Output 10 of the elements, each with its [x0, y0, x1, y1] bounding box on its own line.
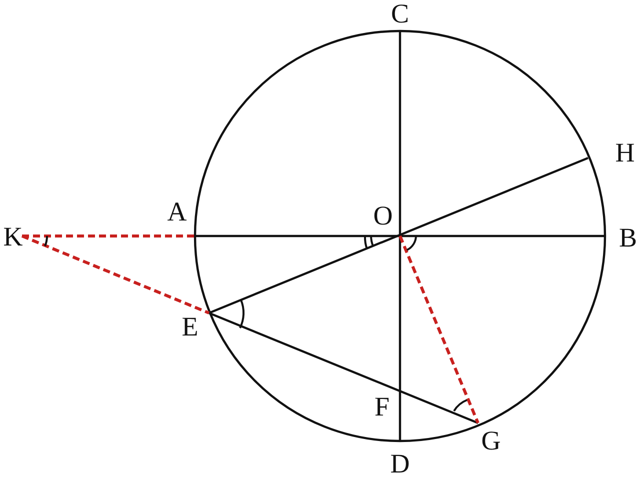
point-label: G — [481, 428, 501, 454]
point-label: A — [167, 198, 187, 226]
point-label: E — [182, 314, 198, 340]
point-label: C — [391, 0, 409, 28]
point-label: K — [3, 224, 23, 250]
point-label: H — [615, 140, 635, 166]
point-label: F — [374, 394, 390, 420]
point-label: D — [390, 450, 410, 477]
point-label: B — [619, 224, 637, 252]
point-label: O — [373, 202, 393, 230]
